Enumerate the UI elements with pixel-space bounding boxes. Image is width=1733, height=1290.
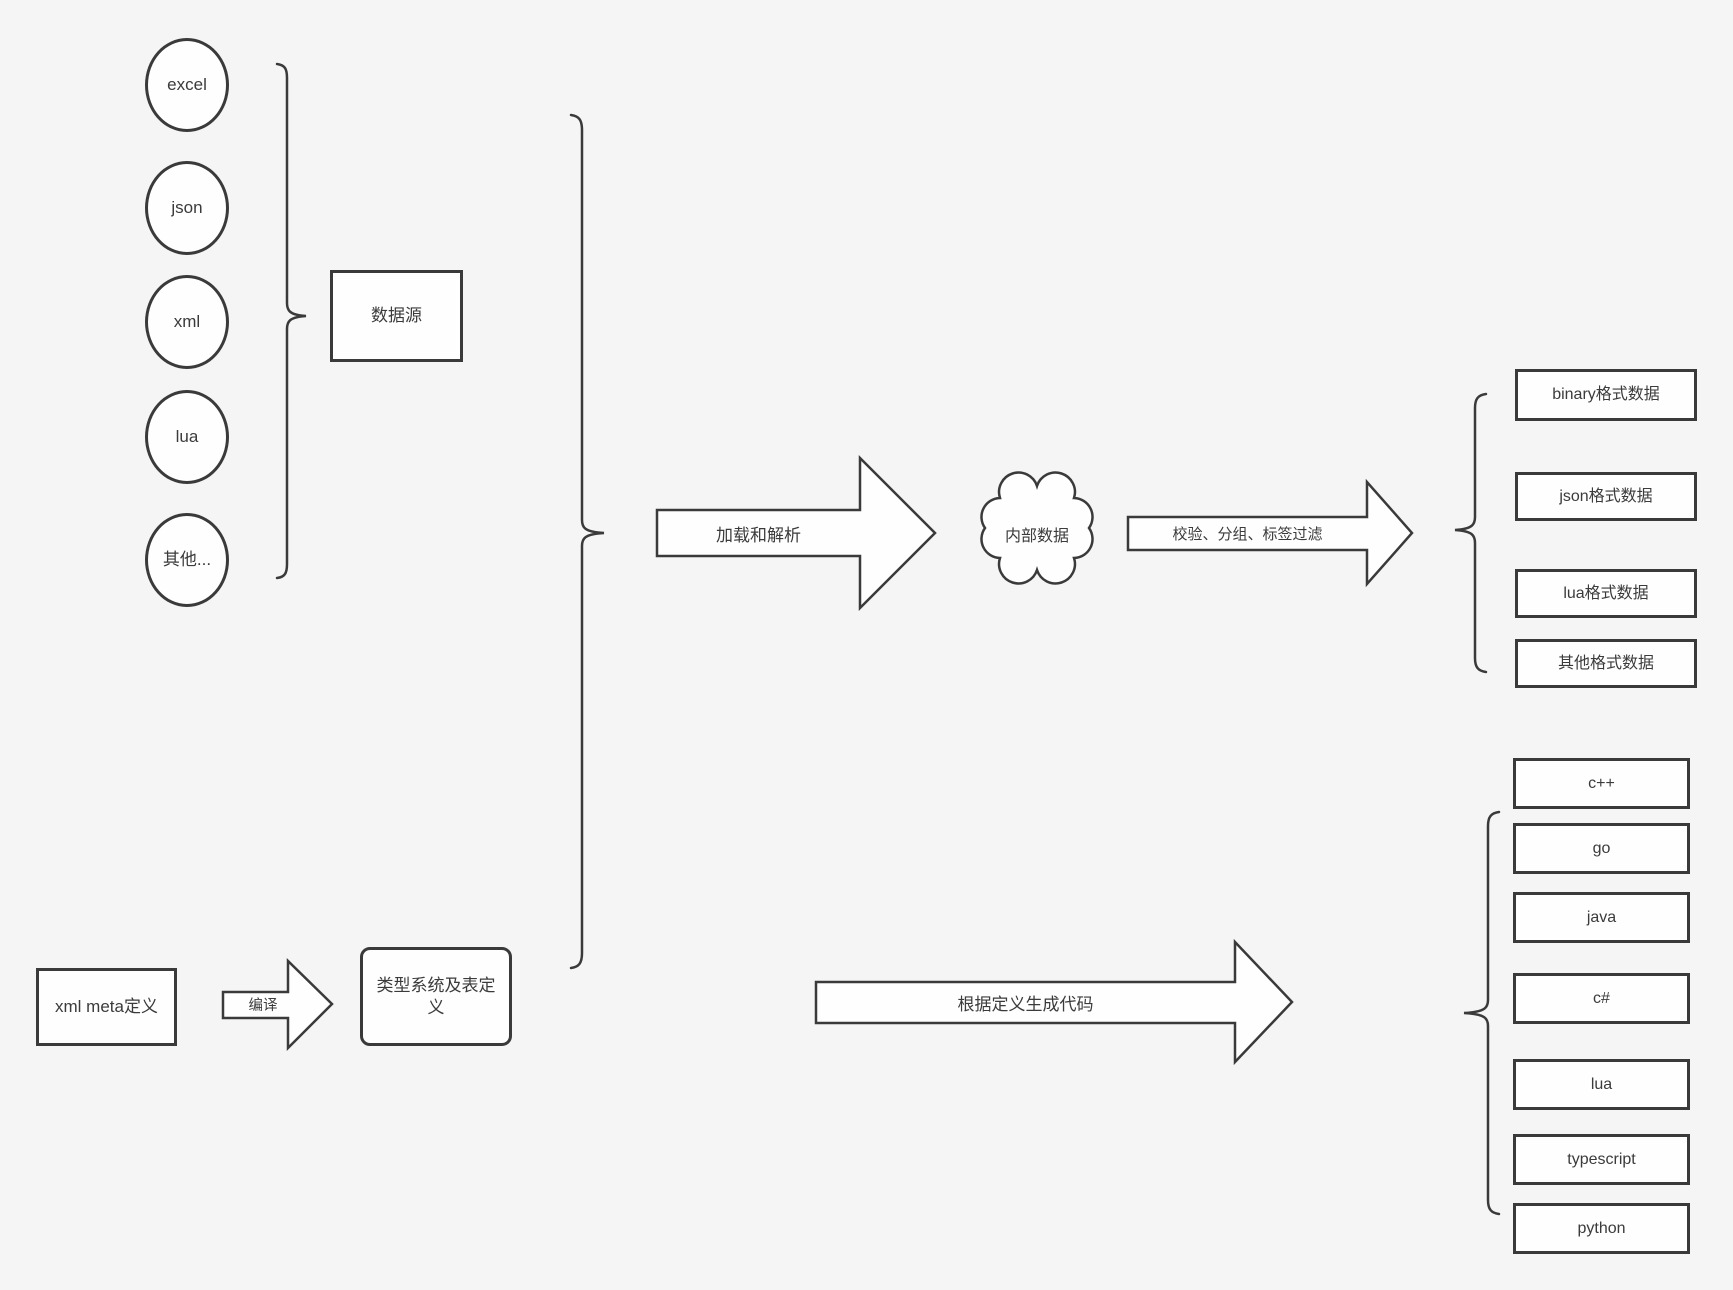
sources-brace xyxy=(275,62,307,580)
language-box-java: java xyxy=(1513,892,1690,943)
load-parse-arrow xyxy=(655,454,937,612)
languages-brace xyxy=(1463,810,1501,1216)
generate-code-arrow-label: 根据定义生成代码 xyxy=(957,995,1094,1014)
filter-arrow-label: 校验、分组、标签过滤 xyxy=(1172,526,1323,543)
language-box-go: go xyxy=(1513,823,1690,874)
source-node-xml: xml xyxy=(145,275,229,369)
compile-arrow-label: 编译 xyxy=(248,997,278,1014)
load-parse-arrow-label: 加载和解析 xyxy=(716,526,801,545)
source-node-json: json xyxy=(145,161,229,255)
language-box-python: python xyxy=(1513,1203,1690,1254)
xml-meta-box: xml meta定义 xyxy=(36,968,177,1046)
format-box-other: 其他格式数据 xyxy=(1515,639,1697,688)
language-box-lua: lua xyxy=(1513,1059,1690,1110)
data-source-box: 数据源 xyxy=(330,270,463,362)
filter-arrow xyxy=(1126,478,1414,588)
format-box-lua: lua格式数据 xyxy=(1515,569,1697,618)
generate-code-arrow xyxy=(814,938,1294,1066)
internal-data-cloud xyxy=(980,471,1094,585)
type-system-box: 类型系统及表定义 xyxy=(360,947,512,1046)
language-box-typescript: typescript xyxy=(1513,1134,1690,1185)
format-box-binary: binary格式数据 xyxy=(1515,369,1697,421)
internal-data-label: 内部数据 xyxy=(1004,527,1069,545)
formats-brace xyxy=(1454,392,1488,674)
source-node-other: 其他... xyxy=(145,513,229,607)
source-node-excel: excel xyxy=(145,38,229,132)
compile-arrow xyxy=(221,958,334,1052)
source-node-lua: lua xyxy=(145,390,229,484)
format-box-json: json格式数据 xyxy=(1515,472,1697,521)
main-brace xyxy=(569,113,605,970)
language-box-cpp: c++ xyxy=(1513,758,1690,809)
language-box-csharp: c# xyxy=(1513,973,1690,1024)
